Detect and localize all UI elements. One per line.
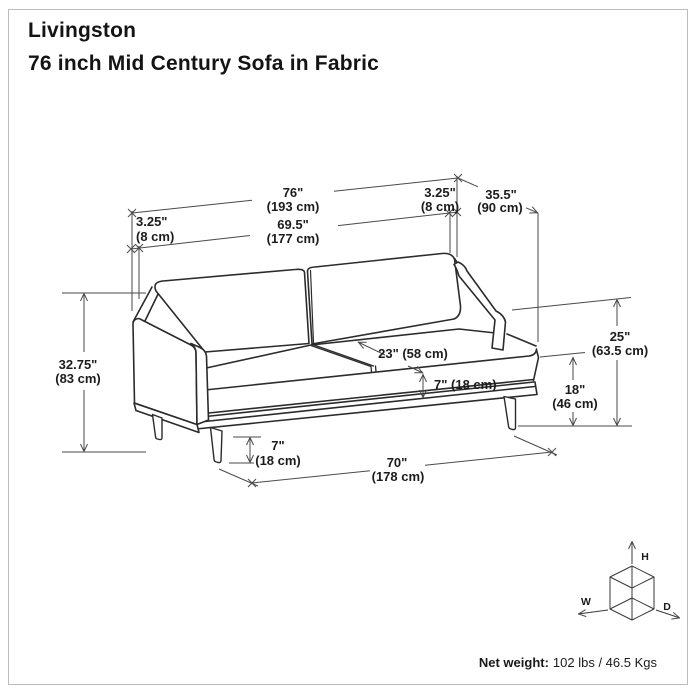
page-border-frame [8, 9, 688, 685]
dim-leg-height-cm: (18 cm) [255, 453, 301, 468]
sofa-illustration [132, 252, 540, 464]
axis-height-label: H [641, 551, 649, 563]
dim-depth-cm: (90 cm) [477, 200, 523, 215]
arm-left-front-face [190, 342, 210, 426]
dim-arm-right-in: 3.25" [424, 185, 455, 200]
dim-seat-depth: 23" (58 cm) [378, 346, 448, 361]
base-right-top-edge [506, 333, 537, 347]
back-frame-left-edge [132, 286, 153, 323]
dim-height-in: 32.75" [59, 357, 98, 372]
dim-seat-height-in: 18" [565, 382, 586, 397]
axis-depth-label: D [663, 601, 671, 613]
product-subtitle: 76 inch Mid Century Sofa in Fabric [28, 52, 380, 75]
leg-front-right [503, 395, 517, 431]
back-cushion-divider [309, 269, 315, 344]
rail-top-edge [200, 381, 535, 418]
leg-front-left [209, 426, 223, 464]
dim-arm-height-in: 25" [610, 329, 631, 344]
dim-overall-width-cm: (193 cm) [267, 199, 320, 214]
seat-surface [204, 329, 536, 390]
dim-arm-height-cm: (63.5 cm) [592, 343, 648, 358]
axis-cube-icon [577, 541, 681, 622]
dim-arm-left-cm: (8 cm) [136, 229, 174, 244]
product-title: Livingston [28, 19, 137, 42]
seat-right-face [532, 349, 540, 382]
dim-height-cm: (83 cm) [55, 371, 101, 386]
net-weight-value: 102 lbs / 46.5 Kgs [552, 655, 657, 670]
net-weight: Net weight:102 lbs / 46.5 Kgs [479, 655, 657, 670]
leg-back-left [151, 413, 163, 441]
dim-cushion-thickness: 7" (18 cm) [434, 377, 497, 392]
dim-seat-height-cm: (46 cm) [552, 396, 598, 411]
dimension-lines [62, 176, 632, 487]
back-cushion-left [154, 268, 310, 353]
dim-arm-right-cm: (8 cm) [421, 199, 459, 214]
arm-right [453, 261, 507, 351]
dim-interior-width-cm: (177 cm) [267, 231, 320, 246]
axis-width-label: W [581, 596, 591, 608]
net-weight-label: Net weight: [478, 655, 549, 670]
dim-depth-in: 35.5" [485, 187, 516, 202]
dim-base-width-in: 70" [387, 455, 408, 470]
dim-interior-width-in: 69.5" [277, 217, 308, 232]
product-title-block: Livingston 76 inch Mid Century Sofa in F… [28, 14, 379, 80]
dim-leg-height-in: 7" [271, 438, 284, 453]
axis-cube-labels: H W D [581, 551, 671, 613]
back-cushion-right [306, 252, 462, 345]
back-frame-left-inner-edge [143, 289, 161, 324]
dim-base-width-cm: (178 cm) [372, 469, 425, 484]
dimension-labels: 76" (193 cm) 3.25" (8 cm) 69.5" (177 cm)… [55, 185, 648, 484]
dim-arm-left-in: 3.25" [136, 214, 167, 229]
dim-overall-width-in: 76" [283, 185, 304, 200]
